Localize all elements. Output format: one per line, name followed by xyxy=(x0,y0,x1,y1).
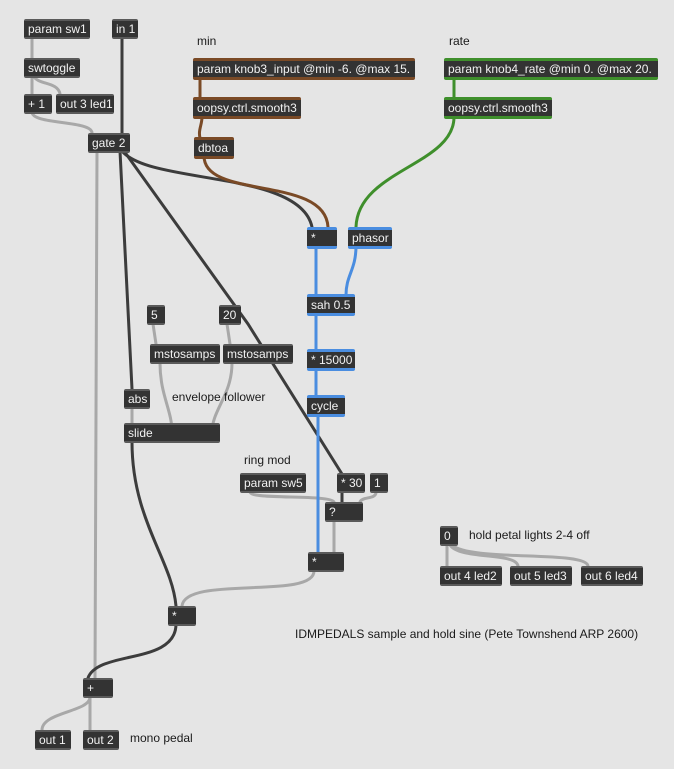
comment-min: min xyxy=(197,34,217,48)
object-label: param sw1 xyxy=(28,22,87,36)
out5-object[interactable]: out 5 led3 xyxy=(510,566,572,586)
param-sw1-object[interactable]: param sw1 xyxy=(24,19,90,39)
cable-swtoggle-out3 xyxy=(32,75,62,96)
cable-gate2-mula xyxy=(120,149,314,229)
object-label: out 2 xyxy=(87,733,114,747)
param-sw5-object[interactable]: param sw5 xyxy=(240,473,306,493)
multiply-object-b[interactable]: * xyxy=(308,552,344,572)
out3-object[interactable]: out 3 led1 xyxy=(56,94,114,114)
object-label: 1 xyxy=(374,476,381,490)
out1-object[interactable]: out 1 xyxy=(35,730,71,750)
swtoggle-object[interactable]: swtoggle xyxy=(24,58,80,78)
cable-phasor-sah xyxy=(344,244,358,297)
cable-smooth-phasor xyxy=(354,115,456,229)
mstosamps-object-b[interactable]: mstosamps xyxy=(223,344,293,364)
object-label: * xyxy=(172,609,177,623)
object-label: param sw5 xyxy=(244,476,303,490)
multiply-30-object[interactable]: * 30 xyxy=(337,473,365,493)
cable-num5-mstosamps xyxy=(151,322,158,346)
plus1-object[interactable]: + 1 xyxy=(24,94,52,114)
cable-num1-switch xyxy=(358,490,378,504)
smooth3-knob3-object[interactable]: oopsy.ctrl.smooth3 xyxy=(193,97,301,119)
comment-mono-pedal: mono pedal xyxy=(130,731,193,745)
number-0-object[interactable]: 0 xyxy=(440,526,458,546)
cable-slide-mulc xyxy=(130,440,178,608)
abs-object[interactable]: abs xyxy=(124,389,150,409)
comment-envelope-follower: envelope follower xyxy=(172,390,266,404)
object-label: mstosamps xyxy=(154,347,216,361)
object-label: mstosamps xyxy=(227,347,289,361)
object-label: sah 0.5 xyxy=(311,298,351,312)
gate2-object[interactable]: gate 2 xyxy=(88,133,130,153)
cable-plus-out1 xyxy=(40,695,92,732)
cable-num20-mstosamps xyxy=(225,322,232,346)
cable-zero-out5 xyxy=(448,543,520,568)
in1-object[interactable]: in 1 xyxy=(112,19,138,39)
object-label: * xyxy=(311,231,316,245)
param-knob3-object[interactable]: param knob3_input @min -6. @max 15. xyxy=(193,58,415,80)
cable-gate2-mul30 xyxy=(122,149,344,476)
object-label: swtoggle xyxy=(28,61,76,75)
object-label: + 1 xyxy=(28,97,46,111)
plus-object[interactable]: + xyxy=(83,678,113,698)
object-label: 0 xyxy=(444,529,451,543)
multiply-object-a[interactable]: * xyxy=(307,227,337,249)
number-1-object[interactable]: 1 xyxy=(370,473,388,493)
object-label: phasor xyxy=(352,231,389,245)
patch-title-comment: IDMPEDALS sample and hold sine (Pete Tow… xyxy=(295,627,639,641)
slide-object[interactable]: slide xyxy=(124,423,220,443)
object-label: * 30 xyxy=(341,476,363,490)
object-label: ? xyxy=(329,505,336,519)
sah-object[interactable]: sah 0.5 xyxy=(307,294,355,316)
object-label: out 6 led4 xyxy=(585,569,638,583)
cable-mstosamps-slide-a xyxy=(158,361,174,434)
phasor-object[interactable]: phasor xyxy=(348,227,392,249)
object-label: slide xyxy=(128,426,153,440)
switch-object[interactable]: ? xyxy=(325,502,363,522)
object-label: + xyxy=(87,681,95,695)
cable-mulc-plus xyxy=(86,622,178,680)
comment-ring-mod: ring mod xyxy=(244,453,291,467)
cable-mulb-mulc xyxy=(180,569,316,608)
cable-smooth-dbtoa xyxy=(197,115,204,140)
object-label: oopsy.ctrl.smooth3 xyxy=(197,101,297,115)
object-label: out 4 led2 xyxy=(444,569,497,583)
cable-zero-out6 xyxy=(450,543,590,568)
param-knob4-object[interactable]: param knob4_rate @min 0. @max 20. xyxy=(444,58,658,80)
object-label: * xyxy=(312,555,317,569)
object-label: 5 xyxy=(151,308,158,322)
cable-gate2-plus xyxy=(93,149,99,680)
number-20-object[interactable]: 20 xyxy=(219,305,241,325)
object-label: 20 xyxy=(223,308,237,322)
cycle-object[interactable]: cycle xyxy=(307,395,345,417)
dbtoa-object[interactable]: dbtoa xyxy=(194,137,234,159)
object-label: oopsy.ctrl.smooth3 xyxy=(448,101,548,115)
number-5-object[interactable]: 5 xyxy=(147,305,165,325)
out2-object[interactable]: out 2 xyxy=(83,730,119,750)
object-label: dbtoa xyxy=(198,141,229,155)
object-label: out 1 xyxy=(39,733,66,747)
object-label: param knob3_input @min -6. @max 15. xyxy=(197,62,411,76)
cable-dbtoa-mula xyxy=(202,154,330,229)
object-label: out 5 led3 xyxy=(514,569,567,583)
cable-plus1-gate2 xyxy=(30,110,94,135)
mstosamps-object-a[interactable]: mstosamps xyxy=(150,344,220,364)
object-label: cycle xyxy=(311,399,339,413)
multiply-15000-object[interactable]: * 15000 xyxy=(307,349,355,371)
out6-object[interactable]: out 6 led4 xyxy=(581,566,643,586)
smooth3-knob4-object[interactable]: oopsy.ctrl.smooth3 xyxy=(444,97,552,119)
out4-object[interactable]: out 4 led2 xyxy=(440,566,502,586)
object-label: gate 2 xyxy=(92,136,126,150)
object-label: abs xyxy=(128,392,148,406)
comment-hold-petal-lights: hold petal lights 2-4 off xyxy=(469,528,590,542)
object-label: * 15000 xyxy=(311,353,353,367)
cable-sw5-switch xyxy=(248,490,336,504)
multiply-object-c[interactable]: * xyxy=(168,606,196,626)
object-label: out 3 led1 xyxy=(60,97,113,111)
object-label: in 1 xyxy=(116,22,136,36)
object-label: param knob4_rate @min 0. @max 20. xyxy=(448,62,652,76)
cable-gate2-abs xyxy=(118,149,134,391)
comment-rate: rate xyxy=(449,34,470,48)
